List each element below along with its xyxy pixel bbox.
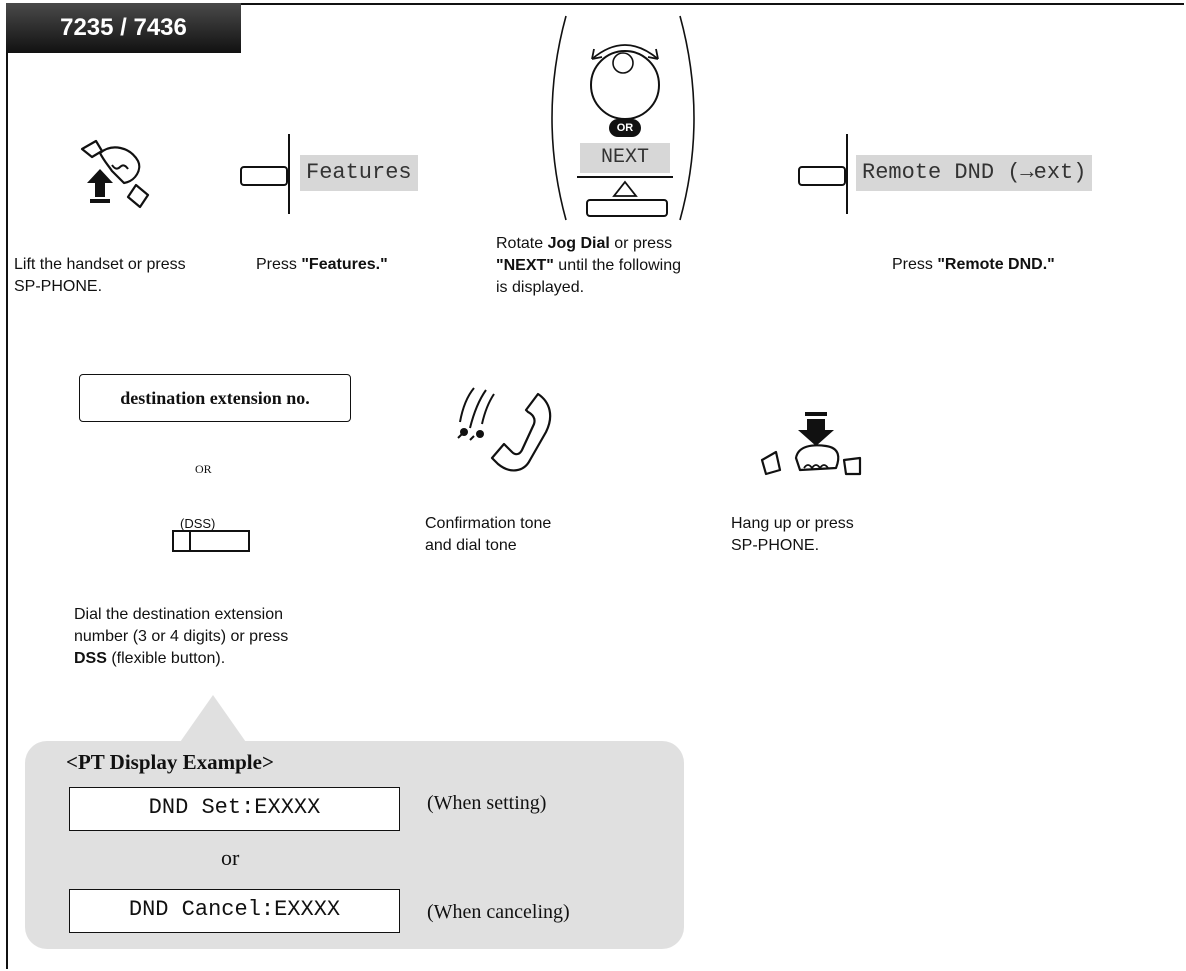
display-edge-line — [846, 134, 848, 214]
when-setting-note: (When setting) — [427, 792, 547, 814]
model-tab: 7235 / 7436 — [6, 3, 241, 53]
jog-dial-icon[interactable] — [580, 35, 670, 127]
pt-display-example-title: <PT Display Example> — [66, 750, 274, 774]
next-display: NEXT — [580, 143, 670, 173]
destination-extension-box: destination extension no. — [79, 374, 351, 422]
step5-caption: Dial the destination extension number (3… — [74, 606, 289, 667]
display-edge-line — [288, 134, 290, 214]
or-text: OR — [195, 462, 212, 476]
dss-label: (DSS) — [180, 516, 216, 531]
when-canceling-note: (When canceling) — [427, 901, 570, 923]
soft-key-button[interactable] — [240, 166, 288, 186]
dss-button-icon[interactable] — [172, 530, 250, 554]
dnd-set-display: DND Set:EXXXX — [69, 787, 400, 831]
page-frame — [6, 3, 1184, 969]
off-hook-icon — [80, 139, 150, 209]
on-hook-icon — [760, 412, 862, 476]
step1-caption: Lift the handset or press SP-PHONE. — [14, 256, 186, 295]
parentheses-bracket — [551, 15, 695, 221]
step4-caption: Press "Remote DND." — [892, 256, 1055, 273]
remote-dnd-display: Remote DND (→ext) — [856, 155, 1093, 191]
or-separator: or — [221, 845, 240, 870]
step6-caption: Confirmation tone and dial tone — [425, 515, 552, 554]
divider-line — [577, 176, 673, 178]
up-triangle-icon — [612, 180, 638, 197]
step7-caption: Hang up or press SP-PHONE. — [731, 515, 854, 554]
step3-caption: Rotate Jog Dial or press "NEXT" until th… — [496, 235, 682, 296]
soft-key-button[interactable] — [798, 166, 846, 186]
dnd-cancel-display: DND Cancel:EXXXX — [69, 889, 400, 933]
or-badge: OR — [609, 119, 641, 137]
features-display: Features — [300, 155, 418, 191]
callout-pointer — [178, 695, 248, 745]
confirmation-tone-icon — [457, 387, 552, 472]
step2-caption: Press "Features." — [256, 256, 388, 273]
next-button[interactable] — [586, 199, 668, 217]
